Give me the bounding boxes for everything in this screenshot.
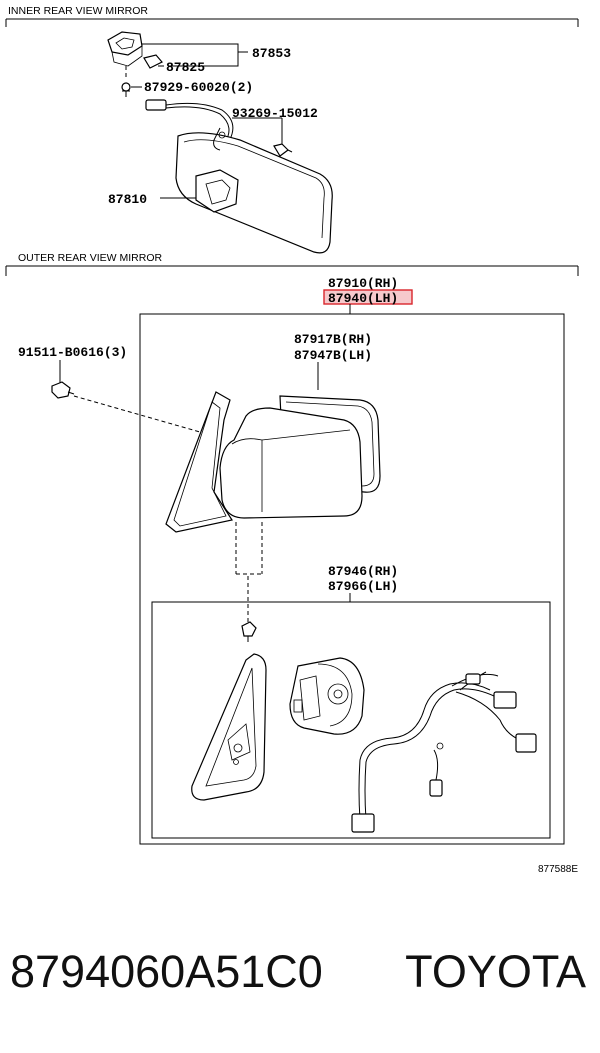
subassembly-frame <box>151 601 551 839</box>
inner-mirror-illustration <box>175 127 333 254</box>
parts-diagram: INNER REAR VIEW MIRROR <box>5 5 579 875</box>
callout-87947: 87947B(LH) <box>294 348 372 363</box>
screw-illustration <box>121 82 131 97</box>
callout-87853: 87853 <box>252 46 291 61</box>
callout-87946: 87946(RH) <box>328 564 398 579</box>
inner-cover-illustration <box>191 653 267 801</box>
callout-87917: 87917B(RH) <box>294 332 372 347</box>
outer-bolt-illustration <box>51 381 75 399</box>
section-title-outer: OUTER REAR VIEW MIRROR <box>18 252 163 264</box>
actuator-illustration <box>289 657 365 735</box>
highlight-87940 <box>323 289 413 305</box>
callout-87940: 87940(LH) <box>328 291 398 306</box>
inner-mirror-section: INNER REAR VIEW MIRROR <box>5 5 579 254</box>
callout-87966: 87966(LH) <box>328 579 398 594</box>
mount-bracket-illustration <box>107 31 143 80</box>
sub-screw-illustration <box>241 621 257 642</box>
cover-illustration <box>143 54 163 69</box>
outer-mirror-section: OUTER REAR VIEW MIRROR 87910(RH) 87940(L… <box>5 252 579 845</box>
part-number: 8794060A51C0 <box>10 946 323 997</box>
callout-87929: 87929-60020(2) <box>144 80 253 95</box>
section-title-inner: INNER REAR VIEW MIRROR <box>8 5 148 17</box>
assembly-frame <box>139 313 565 845</box>
outer-harness-illustration <box>351 671 537 833</box>
mirror-housing-illustration <box>219 407 363 519</box>
footer: 8794060A51C0 TOYOTA <box>10 946 590 1006</box>
mirror-base-illustration <box>165 391 233 533</box>
callout-91511: 91511-B0616(3) <box>18 345 127 360</box>
brand-name: TOYOTA <box>405 946 586 997</box>
callout-93269: 93269-15012 <box>232 106 318 121</box>
bolt-illustration <box>273 143 293 157</box>
callout-87810: 87810 <box>108 192 147 207</box>
leader-87853 <box>142 43 239 67</box>
callout-87910: 87910(RH) <box>328 276 398 291</box>
callout-87825: 87825 <box>166 60 205 75</box>
diagram-reference: 877588E <box>538 864 578 875</box>
